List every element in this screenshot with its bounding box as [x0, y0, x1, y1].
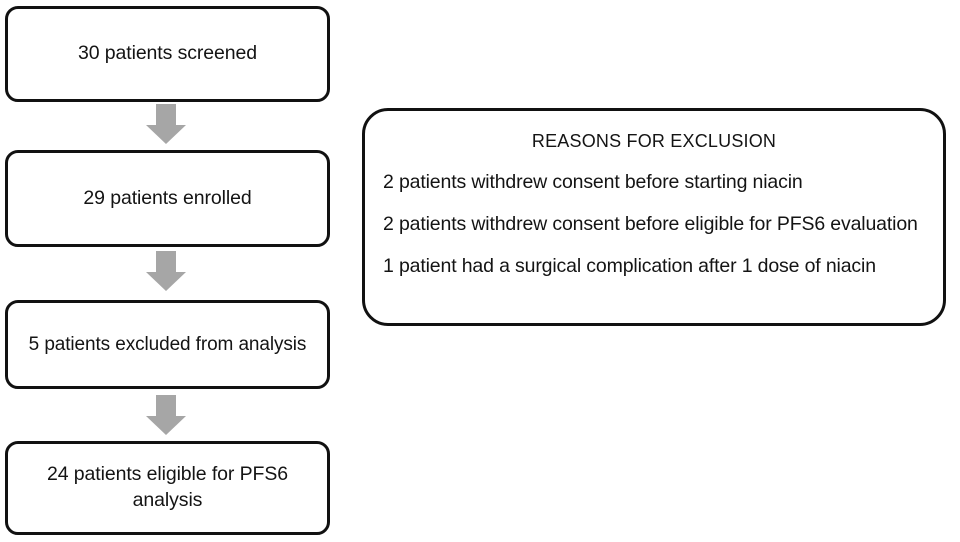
node-enrolled: 29 patients enrolled	[5, 150, 330, 247]
arrow-down-icon	[145, 394, 187, 436]
node-excluded-label: 5 patients excluded from analysis	[28, 333, 307, 355]
list-item: 2 patients withdrew consent before start…	[383, 171, 803, 193]
node-excluded-from-analysis: 5 patients excluded from analysis	[5, 300, 330, 389]
exclusion-reason-list: 2 patients withdrew consent before start…	[383, 170, 925, 279]
node-enrolled-label: 29 patients enrolled	[83, 186, 252, 209]
node-eligible-for-pfs6-analysis: 24 patients eligible for PFS6 analysis	[5, 441, 330, 535]
list-item: 1 patient had a surgical complication af…	[383, 254, 876, 277]
node-screened: 30 patients screened	[5, 6, 330, 102]
arrow-down-icon	[145, 250, 187, 292]
node-screened-label: 30 patients screened	[77, 42, 258, 65]
exclusion-reasons-panel: REASONS FOR EXCLUSION 2 patients withdre…	[362, 108, 946, 326]
arrow-down-icon	[145, 103, 187, 145]
list-item: 2 patients withdrew consent before eligi…	[383, 212, 918, 235]
exclusion-panel-heading: REASONS FOR EXCLUSION	[531, 131, 777, 151]
node-eligible-label: 24 patients eligible for PFS6 analysis	[47, 463, 288, 511]
